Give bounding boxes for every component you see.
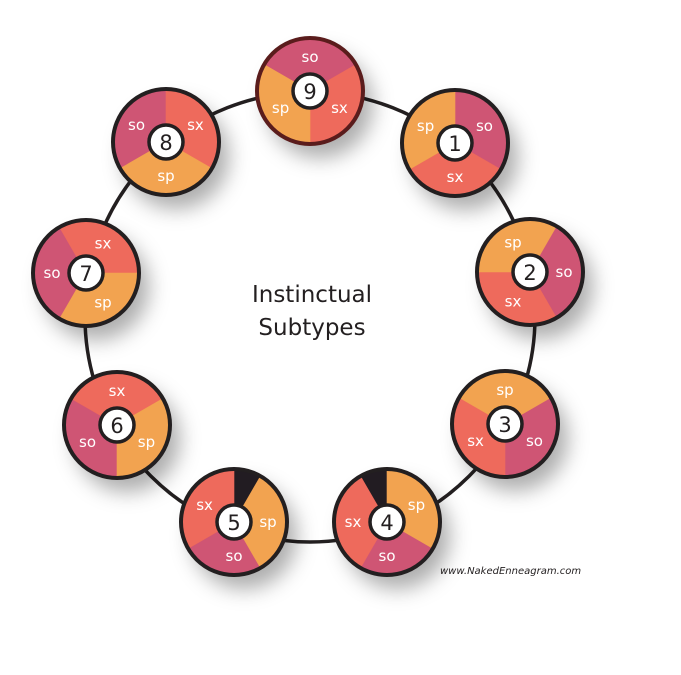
subtype-node-9: so sx sp 9 [255,36,365,146]
so-label: so [556,263,573,281]
sp-label: sp [94,293,111,311]
subtype-node-1: so sx sp 1 [400,88,510,198]
so-label: so [379,547,396,565]
node-rim [31,218,141,328]
sx-label: sx [345,513,362,531]
node-number: 8 [159,131,172,155]
node-number-disc [98,406,136,444]
node-number: 2 [523,261,536,285]
node-number: 7 [79,262,92,286]
node-rim [111,87,221,197]
node-number: 5 [227,511,240,535]
node-number-disc [436,124,474,162]
sx-label: sx [196,496,213,514]
sp-label: sp [272,99,289,117]
node-rim [400,88,510,198]
so-label: so [526,432,543,450]
node-number: 1 [448,132,461,156]
node-number-disc [368,503,406,541]
so-label: so [128,116,145,134]
sp-label: sp [138,433,155,451]
subtype-node-6: so sx sp 6 [62,370,172,480]
sp-label: sp [417,117,434,135]
sx-label: sx [187,116,204,134]
node-rim [450,369,560,479]
sp-label: sp [157,167,174,185]
subtype-node-8: so sx sp 8 [111,87,221,197]
sp-label: sp [259,513,276,531]
sx-label: sx [109,382,126,400]
subtype-node-2: so sx sp2 [475,217,585,327]
sp-label: sp [496,381,513,399]
node-number: 9 [303,80,316,104]
node-number-disc [67,254,105,292]
subtype-node-5: so sx sp 5 [179,467,289,577]
node-number: 3 [498,413,511,437]
sx-label: sx [95,235,112,253]
website-watermark: www.NakedEnneagram.com [440,566,581,577]
sx-label: sx [467,432,484,450]
subtype-node-7: so sx sp7 [31,218,141,328]
node-rim [179,467,289,577]
node-number: 6 [110,414,123,438]
node-number: 4 [380,511,393,535]
sx-label: sx [505,292,522,310]
sp-label: sp [408,496,425,514]
node-number-disc [291,72,329,110]
node-rim [332,467,442,577]
so-label: so [476,117,493,135]
so-label: so [302,48,319,66]
so-label: so [226,547,243,565]
diagram-title-line-2: Subtypes [258,315,365,341]
node-number-disc [511,253,549,291]
node-rim [255,36,365,146]
sp-label: sp [504,234,521,252]
sx-label: sx [447,168,464,186]
node-rim [475,217,585,327]
sx-label: sx [331,99,348,117]
so-label: so [79,433,96,451]
node-number-disc [215,503,253,541]
subtype-node-3: so sx sp 3 [450,369,560,479]
subtype-nodes: sosxsp9sosxsp1sosxsp2sosxsp3sosxsp4sosxs… [31,36,585,577]
node-number-disc [486,405,524,443]
node-number-disc [147,123,185,161]
diagram-title-line-1: Instinctual [252,282,372,308]
node-rim [62,370,172,480]
so-label: so [44,264,61,282]
